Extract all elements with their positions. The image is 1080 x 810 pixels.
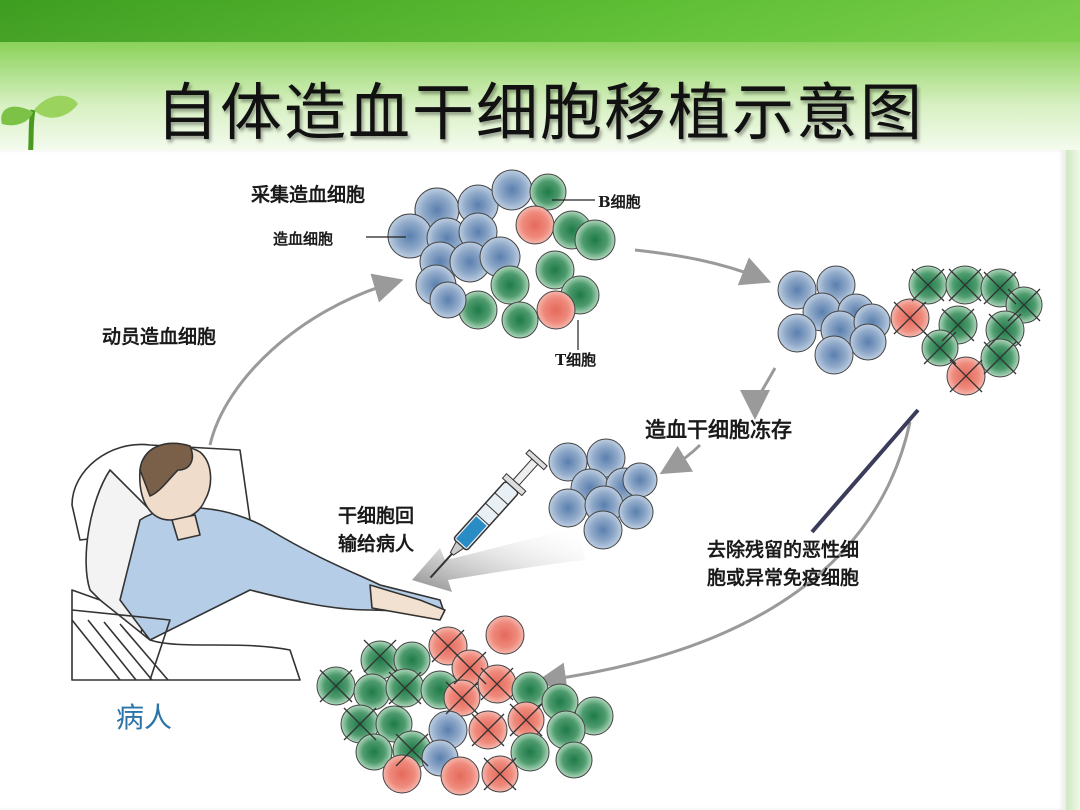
arrow-thaw bbox=[659, 443, 702, 475]
label-purge-line2: 胞或异常免疫细胞 bbox=[707, 567, 860, 589]
label-mobilize: 动员造血细胞 bbox=[102, 326, 217, 348]
purge-pointer-line bbox=[810, 408, 920, 534]
cluster-collected bbox=[387, 169, 616, 339]
purge-crosses bbox=[893, 268, 1041, 393]
header-band bbox=[0, 0, 1080, 150]
reinfusion-arrow bbox=[412, 528, 585, 592]
label-patient: 病人 bbox=[116, 701, 173, 734]
label-hematopoietic-cell: 造血细胞 bbox=[273, 230, 334, 248]
label-reinfuse-line2: 输给病人 bbox=[338, 533, 415, 555]
arrow-mobilize bbox=[208, 273, 404, 446]
label-purge-line1: 去除残留的恶性细 bbox=[707, 539, 860, 561]
arrow-process bbox=[634, 248, 772, 286]
arrow-freeze bbox=[740, 367, 777, 420]
cluster-frozen bbox=[548, 438, 658, 550]
syringe-icon bbox=[429, 449, 548, 579]
label-b-cell: B细胞 bbox=[598, 193, 641, 211]
label-reinfuse-line1: 干细胞回 bbox=[338, 505, 415, 527]
label-cryopreserve: 造血干细胞冻存 bbox=[645, 417, 792, 442]
patient-illustration bbox=[71, 442, 446, 681]
marrow-crosses bbox=[319, 629, 543, 791]
page-title: 自体造血干细胞移植示意图 bbox=[155, 76, 924, 149]
arrow-return bbox=[536, 421, 912, 693]
label-t-cell: T细胞 bbox=[555, 351, 597, 369]
right-border bbox=[1066, 150, 1080, 810]
cluster-marrow bbox=[316, 615, 614, 796]
cluster-blue-separated bbox=[777, 265, 891, 375]
label-reinfuse: 干细胞回 输给病人 bbox=[338, 502, 414, 558]
label-purge: 去除残留的恶性细 胞或异常免疫细胞 bbox=[707, 536, 859, 592]
label-collect: 采集造血细胞 bbox=[251, 184, 366, 206]
